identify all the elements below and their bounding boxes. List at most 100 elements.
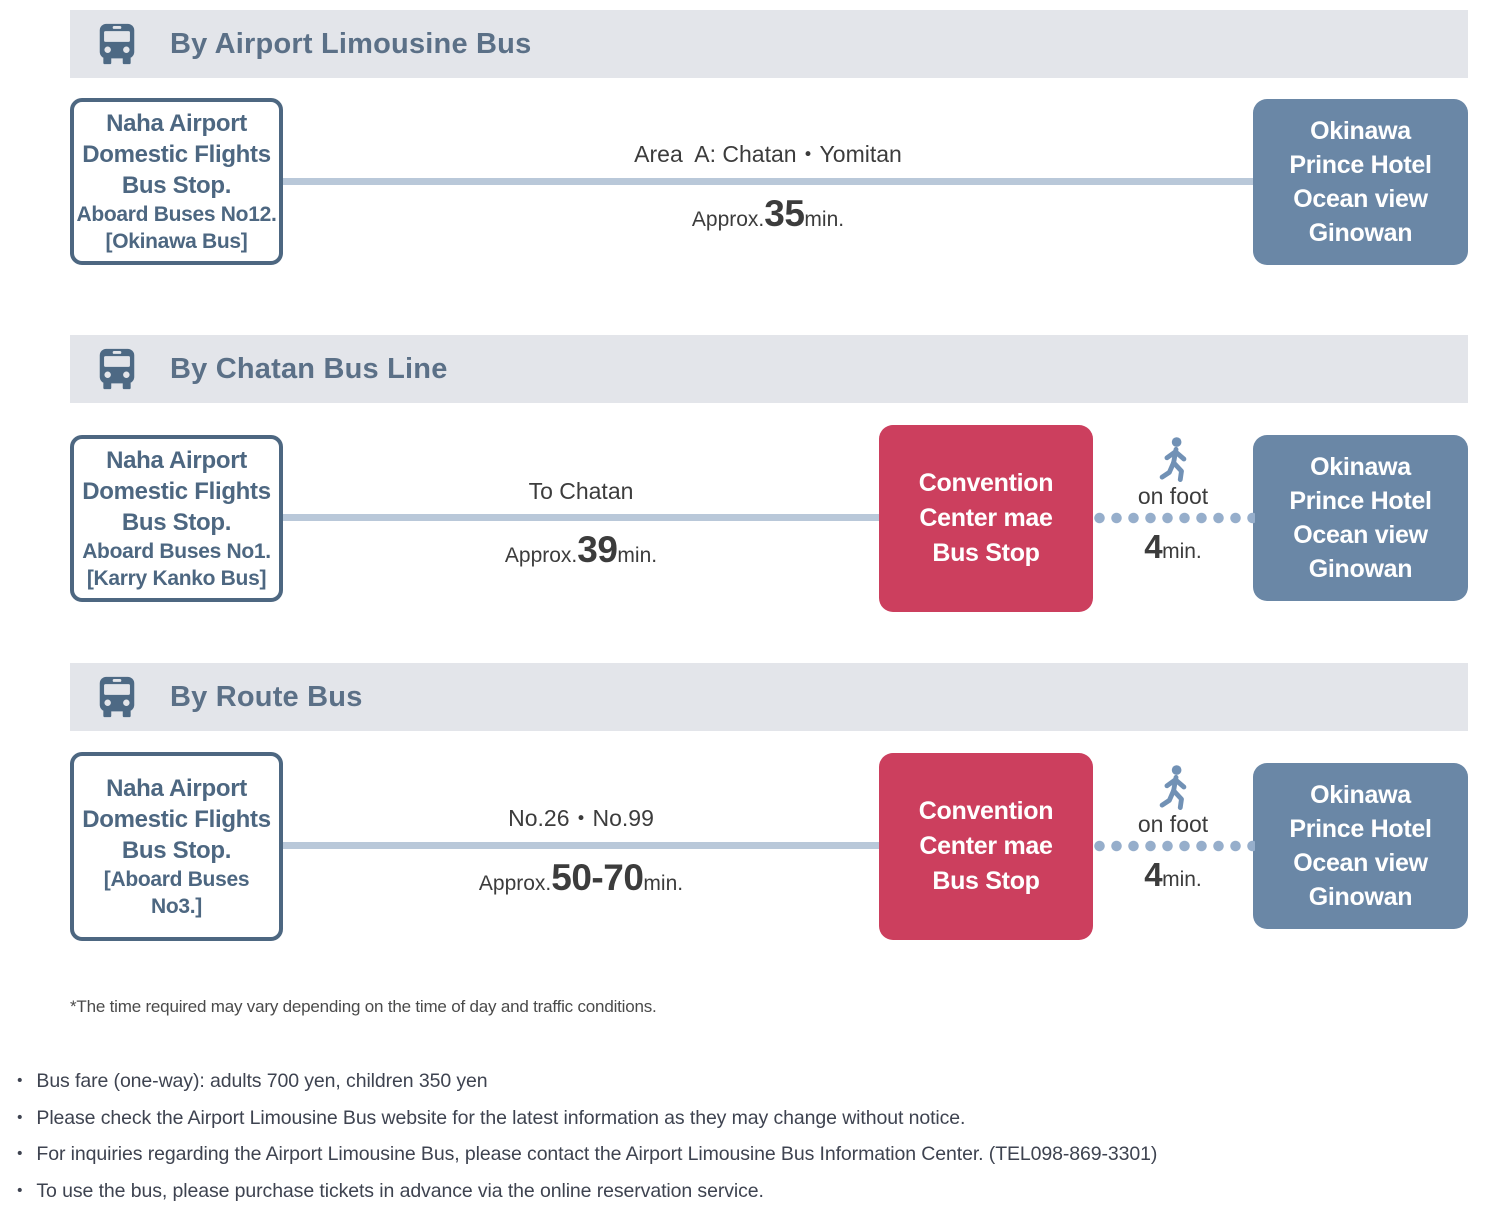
bus-segment: To Chatan Approx.39min.: [283, 423, 879, 613]
list-item: ・ Please check the Airport Limousine Bus …: [10, 1100, 1491, 1137]
section-title: By Route Bus: [170, 680, 363, 713]
route-row: Naha Airport Domestic Flights Bus Stop. …: [70, 98, 1468, 265]
destination-line: Okinawa: [1310, 116, 1411, 145]
destination-line: Ginowan: [1308, 218, 1413, 247]
transfer-line: Convention: [918, 468, 1054, 497]
bus-travel-time: Approx.35min.: [283, 193, 1253, 235]
stop-line: [Karry Kanko Bus]: [86, 566, 267, 590]
bus-info-list: ・ Bus fare (one-way): adults 700 yen, chi…: [10, 1063, 1491, 1209]
time-unit: min.: [1162, 540, 1202, 563]
destination-hotel-box: Okinawa Prince Hotel Ocean view Ginowan: [1253, 435, 1468, 601]
stop-line: Naha Airport: [106, 110, 247, 137]
destination-hotel-box: Okinawa Prince Hotel Ocean view Ginowan: [1253, 98, 1468, 265]
transfer-stop-box: Convention Center mae Bus Stop: [879, 424, 1093, 612]
bullet-marker: ・: [10, 1070, 30, 1092]
bus-icon: [99, 23, 135, 65]
walk-dotted-line: [1091, 840, 1255, 852]
list-item-text: For inquiries regarding the Airport Limo…: [36, 1143, 1158, 1165]
section-title: By Airport Limousine Bus: [170, 27, 532, 60]
walk-time: 4min.: [1093, 856, 1253, 894]
destination-line: Ocean view: [1293, 849, 1428, 877]
origin-stop-box: Naha Airport Domestic Flights Bus Stop. …: [70, 434, 283, 602]
stop-line: Domestic Flights: [82, 477, 271, 505]
bus-icon: [99, 348, 135, 390]
list-item-text: Please check the Airport Limousine Bus w…: [36, 1106, 966, 1129]
walk-segment: on foot 4min.: [1091, 423, 1255, 613]
stop-line: Naha Airport: [106, 774, 247, 802]
bus-route-line: [283, 514, 879, 521]
stop-line: [Okinawa Bus]: [105, 230, 248, 253]
bullet-marker: ・: [10, 1143, 30, 1165]
walking-person-icon: [1153, 436, 1193, 482]
bus-route-line: [283, 177, 1253, 185]
stop-line: Bus Stop.: [121, 836, 232, 864]
walk-time: 4min.: [1093, 528, 1253, 566]
section-header: By Chatan Bus Line: [70, 335, 1468, 403]
section-airport-limousine-bus: By Airport Limousine Bus Naha Airport Do…: [70, 10, 1468, 265]
approx-label: Approx.: [504, 544, 578, 567]
walking-person-icon: [1153, 764, 1193, 810]
transfer-line: Bus Stop: [932, 538, 1040, 567]
destination-line: Prince Hotel: [1289, 815, 1432, 843]
time-value: 4: [1144, 528, 1163, 565]
transfer-line: Bus Stop: [932, 866, 1040, 895]
stop-line: [Aboard Buses No3.]: [103, 867, 250, 918]
time-value: 39: [577, 529, 618, 570]
destination-line: Okinawa: [1310, 781, 1411, 809]
list-item: ・ To use the bus, please purchase tickets…: [10, 1173, 1491, 1210]
stop-line: Aboard Buses No1.: [82, 539, 271, 563]
route-row: Naha Airport Domestic Flights Bus Stop. …: [70, 751, 1468, 941]
list-item-text: To use the bus, please purchase tickets …: [36, 1179, 764, 1202]
transfer-line: Center mae: [919, 503, 1053, 532]
transfer-stop-box: Convention Center mae Bus Stop: [879, 752, 1093, 940]
bus-route-label: To Chatan: [528, 478, 634, 504]
walk-dotted-line: [1091, 512, 1255, 524]
list-item: ・ Bus fare (one-way): adults 700 yen, chi…: [10, 1063, 1491, 1100]
bullet-marker: ・: [10, 1106, 30, 1129]
time-value: 4: [1144, 856, 1163, 893]
section-title: By Chatan Bus Line: [170, 352, 448, 385]
approx-label: Approx.: [691, 207, 765, 231]
bus-travel-time: Approx.39min.: [283, 529, 879, 571]
destination-hotel-box: Okinawa Prince Hotel Ocean view Ginowan: [1253, 763, 1468, 929]
stop-line: Domestic Flights: [82, 805, 271, 833]
time-value: 50-70: [551, 857, 644, 898]
time-unit: min.: [617, 544, 658, 567]
section-header: By Airport Limousine Bus: [70, 10, 1468, 78]
destination-line: Ginowan: [1308, 883, 1413, 911]
time-unit: min.: [643, 872, 684, 895]
route-row: Naha Airport Domestic Flights Bus Stop. …: [70, 423, 1468, 613]
origin-stop-box: Naha Airport Domestic Flights Bus Stop. …: [70, 751, 283, 941]
section-route-bus: By Route Bus Naha Airport Domestic Fligh…: [70, 663, 1468, 941]
section-header: By Route Bus: [70, 663, 1468, 731]
section-chatan-bus-line: By Chatan Bus Line Naha Airport Domestic…: [70, 335, 1468, 613]
stop-line: Domestic Flights: [82, 141, 271, 168]
bus-route-line: [283, 842, 879, 849]
transfer-line: Convention: [918, 796, 1054, 825]
approx-label: Approx.: [478, 872, 552, 895]
bus-travel-time: Approx.50-70min.: [283, 857, 879, 899]
bus-segment: No.26・No.99 Approx.50-70min.: [283, 751, 879, 941]
bus-segment: Area A: Chatan・Yomitan Approx.35min.: [283, 98, 1253, 265]
origin-stop-box: Naha Airport Domestic Flights Bus Stop. …: [70, 98, 283, 265]
stop-line: Bus Stop.: [121, 172, 232, 199]
transfer-line: Center mae: [919, 831, 1053, 860]
destination-line: Okinawa: [1310, 453, 1411, 481]
on-foot-label: on foot: [1137, 483, 1209, 509]
time-value: 35: [764, 192, 805, 234]
destination-line: Prince Hotel: [1289, 487, 1432, 515]
walk-segment: on foot 4min.: [1091, 751, 1255, 941]
stop-line: Aboard Buses No12.: [76, 203, 277, 226]
time-disclaimer-note: *The time required may vary depending on…: [70, 997, 657, 1016]
destination-line: Prince Hotel: [1289, 150, 1432, 179]
list-item-text: Bus fare (one-way): adults 700 yen, chil…: [36, 1070, 488, 1092]
destination-line: Ocean view: [1293, 184, 1428, 213]
bus-route-label: Area A: Chatan・Yomitan: [634, 140, 902, 167]
destination-line: Ocean view: [1293, 521, 1428, 549]
list-item: ・ For inquiries regarding the Airport Lim…: [10, 1136, 1491, 1173]
destination-line: Ginowan: [1308, 555, 1413, 583]
bus-route-label: No.26・No.99: [508, 805, 654, 831]
on-foot-label: on foot: [1137, 811, 1209, 837]
bullet-marker: ・: [10, 1179, 30, 1202]
time-unit: min.: [1162, 868, 1202, 891]
